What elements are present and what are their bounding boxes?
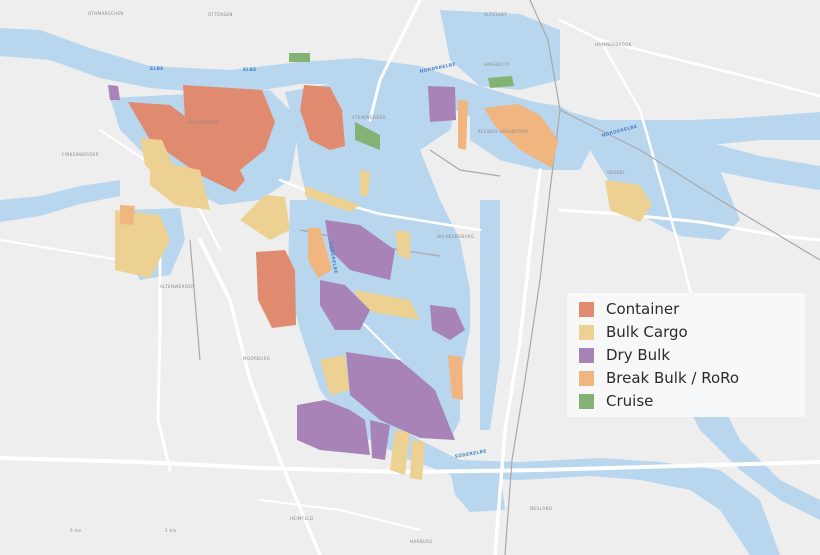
terminal-bulk-cargo: [360, 170, 370, 196]
place-label: HEIMFELD: [290, 516, 314, 521]
terminal-bulk-cargo: [240, 195, 290, 240]
terminal-dry-bulk: [320, 280, 370, 330]
legend-swatch-container: [579, 301, 594, 317]
legend-label-cruise: Cruise: [606, 392, 654, 410]
terminal-cruise: [289, 53, 310, 62]
terminal-bulk-cargo: [605, 180, 652, 222]
terminals-container[interactable]: [128, 85, 345, 328]
place-label: MOORBURG: [243, 356, 270, 361]
place-label: VEDDEL: [607, 170, 626, 175]
legend-swatch-break-bulk: [579, 370, 594, 386]
legend-swatch-bulk-cargo: [579, 324, 594, 340]
waterway-label: ELBE: [150, 66, 164, 72]
place-label: OTTENSEN: [208, 12, 233, 17]
scale-bar: 0 km 2 km: [70, 528, 177, 533]
wilhelmsburg-canal: [480, 200, 500, 430]
legend-swatch-dry-bulk: [579, 347, 594, 363]
terminal-dry-bulk: [430, 305, 465, 340]
scale-label: 2 km: [165, 528, 177, 533]
terminal-bulk-cargo: [395, 230, 410, 260]
terminal-break-bulk: [458, 100, 468, 150]
waterway-label: ELBE: [243, 67, 257, 73]
place-label: ALTENWERDER: [160, 284, 194, 289]
terminal-cruise: [488, 76, 514, 88]
terminal-dry-bulk: [297, 400, 370, 455]
place-labels: OTHMARSCHEN OTTENSEN ALTSTADT HAMMERBROO…: [62, 11, 632, 544]
hafencity-basins: [440, 10, 560, 90]
terminal-break-bulk: [484, 104, 558, 168]
place-label: OTHMARSCHEN: [88, 11, 124, 16]
terminal-bulk-cargo: [115, 210, 170, 278]
place-label: NEULAND: [530, 506, 552, 511]
terminals-cruise[interactable]: [289, 53, 514, 150]
terminal-dry-bulk: [370, 420, 390, 460]
elbe-river: [0, 28, 820, 190]
terminal-bulk-cargo: [150, 160, 210, 210]
terminal-dry-bulk: [428, 86, 456, 122]
legend-label-dry-bulk: Dry Bulk: [606, 346, 671, 364]
place-label: FINKENWERDER: [62, 152, 99, 157]
terminal-bulk-cargo: [320, 355, 350, 395]
legend-label-break-bulk: Break Bulk / RoRo: [606, 369, 740, 387]
place-label: WILHELMSBURG: [437, 234, 474, 239]
terminals-break-bulk[interactable]: [120, 100, 558, 400]
terminal-bulk-cargo: [410, 440, 425, 480]
place-label: ALTSTADT: [484, 12, 507, 17]
terminal-bulk-cargo: [355, 290, 420, 320]
legend-item-dry-bulk: Dry Bulk: [579, 344, 670, 366]
legend-item-break-bulk: Break Bulk / RoRo: [579, 367, 739, 389]
terminal-dry-bulk: [108, 85, 120, 100]
norderelbe: [560, 112, 820, 146]
legend-label-container: Container: [606, 300, 680, 318]
south-basin: [450, 468, 505, 512]
terminal-break-bulk: [120, 205, 135, 225]
place-label: HAMMERBROOK: [595, 42, 632, 47]
terminal-break-bulk: [448, 355, 463, 400]
east-waterway: [680, 390, 820, 520]
terminal-container: [128, 102, 245, 192]
place-label: WALTERSHOF: [188, 120, 219, 125]
terminal-container: [256, 250, 296, 328]
legend-swatch-cruise: [579, 393, 594, 409]
terminal-break-bulk: [308, 228, 332, 278]
terminals-bulk-cargo[interactable]: [115, 138, 652, 480]
place-label: STEINWERDER: [352, 115, 386, 120]
place-label: HAFENCITY: [484, 62, 510, 67]
scale-label: 0 km: [70, 528, 82, 533]
terminal-container: [300, 85, 345, 150]
finkenwerder-branch: [0, 180, 120, 222]
terminal-bulk-cargo: [390, 430, 410, 475]
terminals-dry-bulk[interactable]: [108, 85, 465, 460]
terminal-dry-bulk: [325, 220, 395, 280]
terminal-bulk-cargo: [305, 186, 360, 212]
legend-item-bulk-cargo: Bulk Cargo: [579, 321, 688, 343]
place-label: HARBURG: [410, 539, 433, 544]
legend-item-cruise: Cruise: [579, 390, 653, 412]
legend: Container Bulk Cargo Dry Bulk Break Bulk…: [567, 293, 805, 417]
place-label: KLEINER GRASBROOK: [478, 129, 528, 134]
legend-item-container: Container: [579, 298, 679, 320]
terminal-cruise: [355, 122, 380, 150]
legend-label-bulk-cargo: Bulk Cargo: [606, 323, 688, 341]
terminal-dry-bulk: [346, 352, 455, 440]
